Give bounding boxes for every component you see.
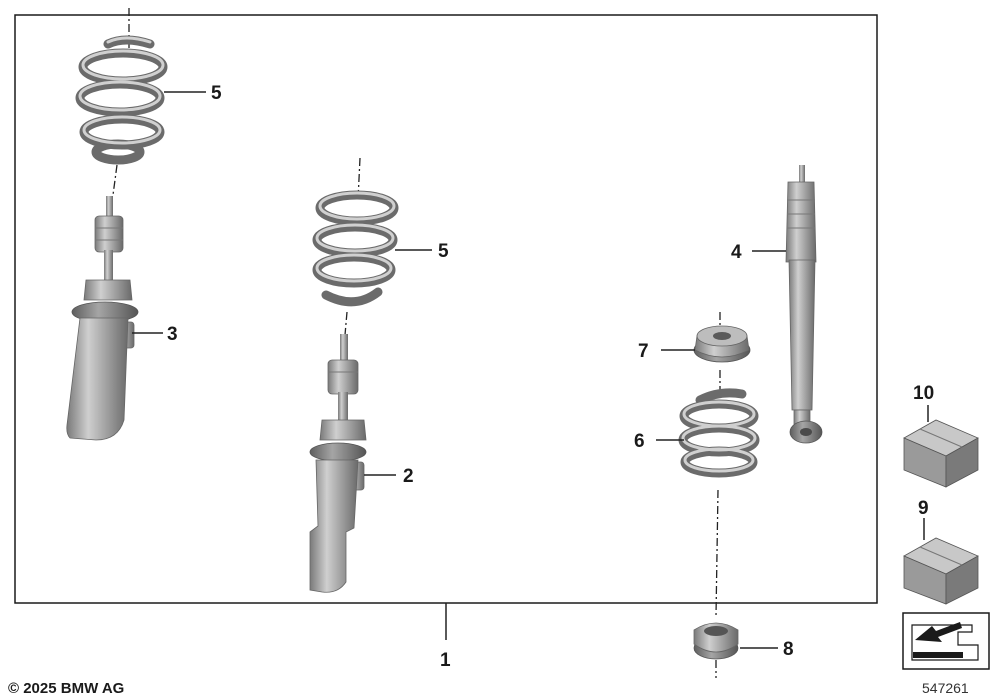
package-part-10 bbox=[903, 419, 979, 488]
shock-strut-part-2 bbox=[309, 334, 367, 593]
image-number: 547261 bbox=[922, 680, 969, 696]
callout-5a: 5 bbox=[211, 83, 222, 104]
spring-seat-part-8 bbox=[693, 622, 739, 678]
callout-2: 2 bbox=[403, 466, 414, 487]
package-part-9 bbox=[903, 537, 979, 605]
coil-spring-part-6 bbox=[678, 388, 760, 617]
callout-1: 1 bbox=[440, 650, 451, 671]
copyright-text: © 2025 BMW AG bbox=[8, 680, 124, 697]
shock-absorber-part-4 bbox=[785, 165, 823, 444]
callout-6: 6 bbox=[634, 431, 645, 452]
assembly-frame bbox=[14, 14, 878, 604]
coil-spring-part-5-left bbox=[75, 8, 168, 196]
tool-symbol-icon bbox=[902, 612, 990, 670]
callout-10: 10 bbox=[913, 383, 934, 404]
callout-3: 3 bbox=[167, 324, 178, 345]
coil-spring-part-5-center bbox=[312, 157, 399, 336]
callout-9: 9 bbox=[918, 498, 929, 519]
callout-8: 8 bbox=[783, 639, 794, 660]
spring-pad-part-7 bbox=[693, 312, 751, 392]
callout-5b: 5 bbox=[438, 241, 449, 262]
shock-strut-part-3 bbox=[66, 196, 139, 441]
callout-7: 7 bbox=[638, 341, 649, 362]
callout-4: 4 bbox=[731, 242, 742, 263]
